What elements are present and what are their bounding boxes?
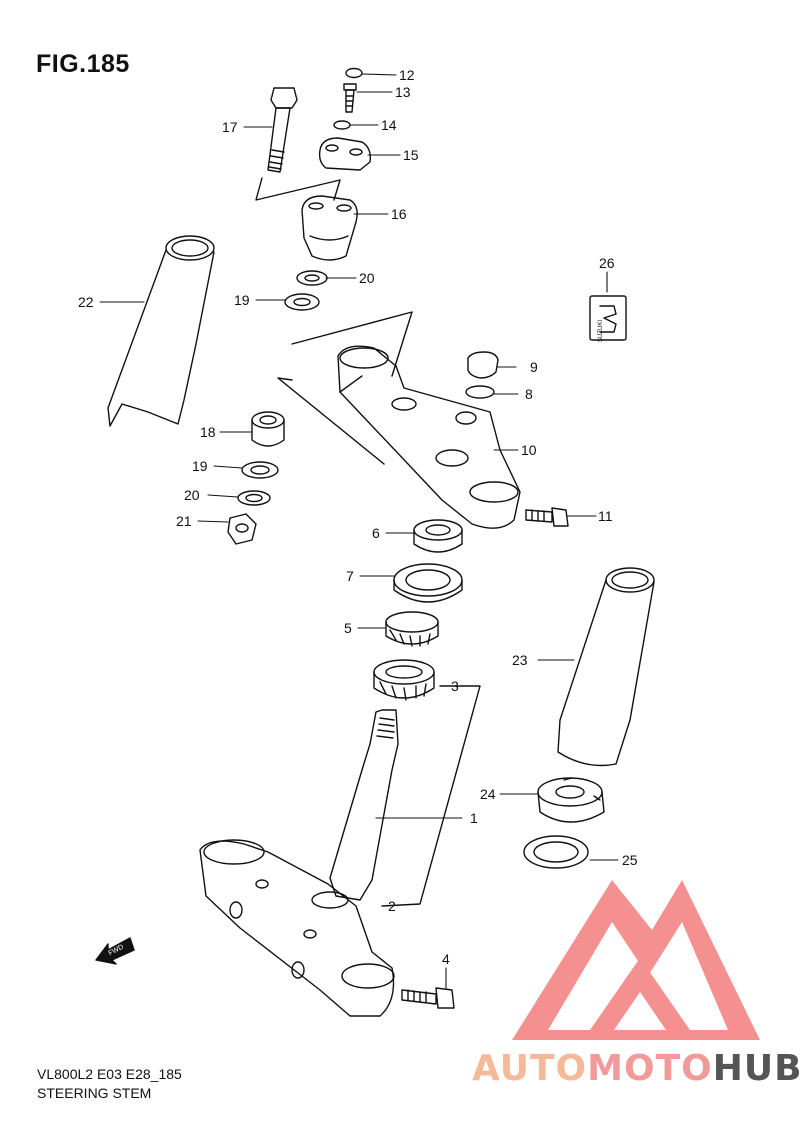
callout-19-lower: 19 <box>192 458 208 474</box>
part-10-upper-bracket <box>337 345 521 529</box>
callout-labels: 12 13 14 15 16 17 20 19 22 26 9 8 10 18 … <box>78 67 638 967</box>
model-code: VL800L2 E03 E28_185 <box>37 1066 182 1082</box>
part-15-handlebar-holder-upper <box>318 137 372 171</box>
part-16-handlebar-holder-lower <box>301 195 358 261</box>
part-6-steering-nut <box>413 519 463 553</box>
emblem-text: SUZUKI <box>598 320 604 342</box>
part-12-cap <box>345 67 363 79</box>
part-4-bolt <box>401 987 455 1009</box>
figure-caption: STEERING STEM <box>37 1085 152 1101</box>
part-3-bearing-lower <box>373 659 435 701</box>
part-20-washer-lower <box>237 490 271 506</box>
part-5-bearing-upper <box>385 611 439 647</box>
watermark-word-c: HUB <box>712 1048 800 1089</box>
part-22-fork-cover-left <box>107 235 215 427</box>
watermark-wordmark: AUTOMOTOHUB <box>472 1048 800 1089</box>
part-1-steering-stem-lower-bracket <box>199 709 399 1017</box>
callout-8: 8 <box>525 386 533 402</box>
callout-bracket-3-2 <box>381 685 481 907</box>
part-11-bolt <box>525 507 569 527</box>
callout-19-upper: 19 <box>234 292 250 308</box>
callout-5: 5 <box>344 620 352 636</box>
figure-title: FIG.185 <box>36 50 130 78</box>
callout-21: 21 <box>176 513 192 529</box>
callout-9: 9 <box>530 359 538 375</box>
callout-20-lower: 20 <box>184 487 200 503</box>
part-19-washer-upper <box>284 293 320 311</box>
part-20-washer-upper <box>296 270 328 286</box>
callout-17: 17 <box>222 119 238 135</box>
callout-3: 3 <box>451 678 459 694</box>
callout-4: 4 <box>442 951 450 967</box>
callout-15: 15 <box>403 147 419 163</box>
callout-14: 14 <box>381 117 397 133</box>
part-21-nut <box>227 513 257 545</box>
callout-2: 2 <box>388 898 396 914</box>
callout-24: 24 <box>480 786 496 802</box>
callout-23: 23 <box>512 652 528 668</box>
fwd-arrow-icon <box>95 937 135 965</box>
assembly-guide-line-3 <box>277 377 385 465</box>
part-24-ring-nut <box>537 777 605 823</box>
watermark-word-b: MOTO <box>587 1048 713 1089</box>
part-19-washer-lower <box>241 461 279 479</box>
part-7-dust-seal <box>393 563 463 603</box>
watermark-logo <box>512 880 760 1040</box>
callout-13: 13 <box>395 84 411 100</box>
part-9-cap <box>467 351 499 379</box>
callout-26: 26 <box>599 255 615 271</box>
part-25-washer <box>523 835 589 869</box>
callout-11: 11 <box>598 508 613 524</box>
callout-7: 7 <box>346 568 354 584</box>
callout-1: 1 <box>470 810 478 826</box>
part-23-fork-cover-right <box>557 567 655 767</box>
part-14-washer <box>333 120 351 130</box>
callout-22: 22 <box>78 294 94 310</box>
callout-16: 16 <box>391 206 407 222</box>
part-8-washer <box>465 385 495 399</box>
callout-18: 18 <box>200 424 216 440</box>
part-13-screw <box>343 83 357 113</box>
watermark-word-a: AUTO <box>472 1048 588 1089</box>
part-17-bolt <box>267 87 298 173</box>
part-26-emblem <box>589 295 627 341</box>
callout-10: 10 <box>521 442 537 458</box>
callout-6: 6 <box>372 525 380 541</box>
assembly-guide-line-1 <box>255 177 341 201</box>
part-18-spacer <box>251 411 285 447</box>
callout-25: 25 <box>622 852 638 868</box>
callout-12: 12 <box>399 67 415 83</box>
callout-20-upper: 20 <box>359 270 375 286</box>
assembly-guide-line-2 <box>291 311 413 377</box>
